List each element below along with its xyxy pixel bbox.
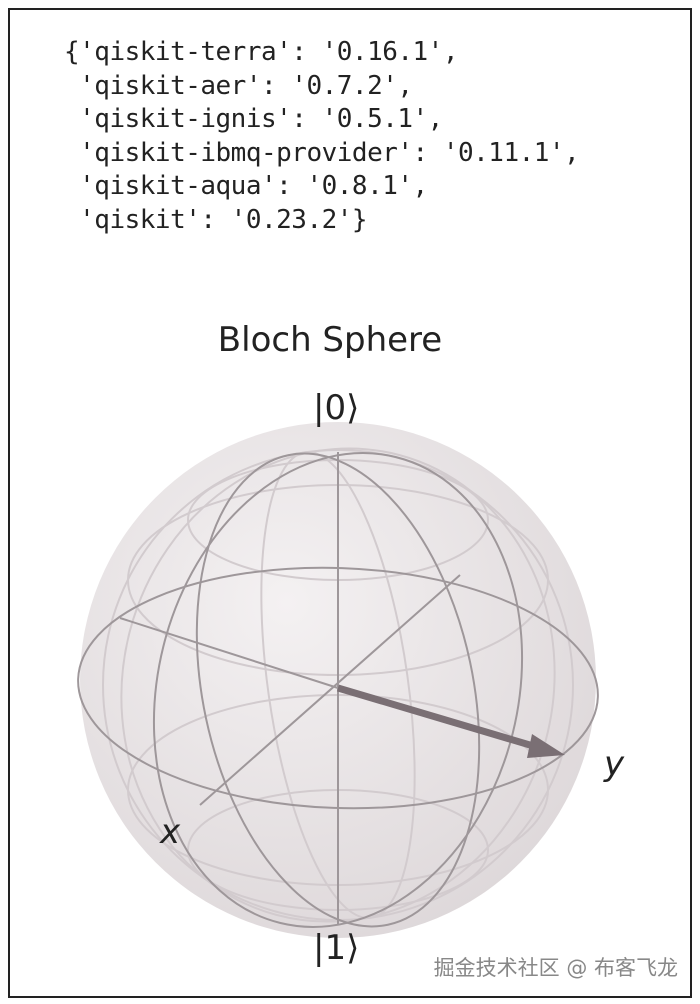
y-axis-line <box>199 574 461 806</box>
code-output: {'qiskit-terra': '0.16.1', 'qiskit-aer':… <box>64 36 580 237</box>
figure-frame <box>8 8 692 998</box>
y-axis-label: y <box>604 744 625 784</box>
code-line: 'qiskit-ignis': '0.5.1', <box>64 104 443 134</box>
meridian-xz <box>195 452 481 928</box>
code-line: 'qiskit-ibmq-provider': '0.11.1', <box>64 137 580 168</box>
x-axis-label: x <box>160 812 181 852</box>
meridian-yz <box>152 452 524 928</box>
state-arrow <box>337 684 565 758</box>
code-line: 'qiskit': '0.23.2'} <box>64 204 368 235</box>
code-line: 'qiskit-aer': '0.7.2', <box>64 70 413 101</box>
equator <box>77 566 599 810</box>
south-pole-label: |1⟩ <box>313 928 360 968</box>
watermark: 掘金技术社区 @ 布客飞龙 <box>433 956 678 980</box>
north-pole-label: |0⟩ <box>313 388 360 428</box>
great-circles <box>77 452 599 928</box>
code-line: {'qiskit-terra': '0.16.1', <box>64 37 459 67</box>
bloch-title: Bloch Sphere <box>217 320 443 360</box>
code-line: 'qiskit-aqua': '0.8.1', <box>64 171 428 201</box>
x-axis <box>119 617 339 689</box>
